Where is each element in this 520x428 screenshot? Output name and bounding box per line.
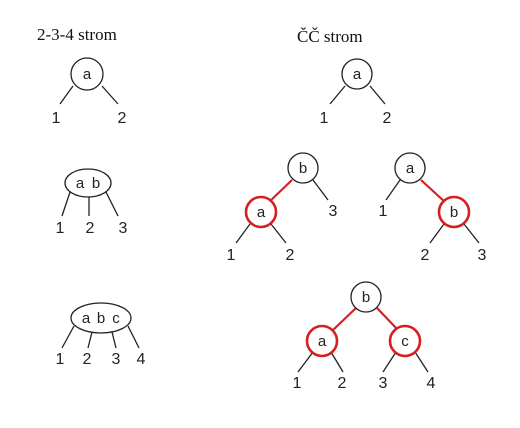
- rb-balanced-red-left: [305, 324, 339, 358]
- rb-balanced-root: [350, 281, 382, 313]
- rb-single-leaf-2: 2: [383, 110, 392, 127]
- rb-left-edge-1: [235, 223, 251, 244]
- rb-balanced-group: b a c 1 2 3 4: [293, 281, 436, 392]
- rb-balanced-leaf-4: 4: [427, 375, 436, 392]
- rb-single-edge-left: [329, 85, 346, 105]
- rb-right-root-key: a: [406, 160, 415, 177]
- node4-child-4: 4: [137, 351, 146, 368]
- node3-edge-3: [105, 191, 119, 217]
- node3-ellipse: [64, 168, 112, 198]
- node4-key-c: c: [112, 310, 120, 327]
- node4-child-1: 1: [56, 351, 65, 368]
- rb-right-group: a b 1 2 3: [379, 152, 487, 264]
- rb-left-leaf-2: 2: [286, 247, 295, 264]
- rb-single-key: a: [353, 66, 362, 83]
- rb-right-leaf-3: 3: [478, 247, 487, 264]
- rb-left-edge-2: [270, 223, 287, 244]
- rb-right-edge-1: [385, 179, 401, 201]
- node3-child-1: 1: [56, 220, 65, 237]
- rb-balanced-red-edge-right: [376, 307, 399, 331]
- node3-edge-1: [61, 191, 71, 217]
- rb-single-edge-right: [369, 85, 386, 105]
- rb-balanced-red-right-key: c: [401, 333, 409, 350]
- node4-edge-4: [127, 325, 140, 349]
- rb-right-red-node: [437, 195, 471, 229]
- rb-left-root: [287, 152, 319, 184]
- node4-key-a: a: [82, 310, 91, 327]
- heading-234-tree: 2-3-4 strom: [37, 25, 117, 44]
- rb-left-group: b a 1 2 3: [227, 152, 338, 264]
- node2-key-a: a: [83, 66, 92, 83]
- node3-key-b: b: [92, 175, 100, 192]
- rb-balanced-edge-2: [330, 351, 344, 373]
- node4-key-b: b: [97, 310, 105, 327]
- node4-edge-3: [111, 331, 117, 349]
- rb-left-edge-3: [312, 179, 329, 201]
- node2-edge-left: [59, 85, 74, 105]
- rb-right-edge-3: [463, 223, 480, 244]
- rb-single-group: a 1 2: [320, 58, 392, 127]
- rb-right-leaf-1: 1: [379, 203, 388, 220]
- rb-balanced-edge-3: [382, 351, 397, 373]
- rb-left-root-key: b: [299, 160, 307, 177]
- rb-right-red-edge: [420, 179, 447, 204]
- rb-balanced-red-left-key: a: [318, 333, 327, 350]
- node3-group: a b 1 2 3: [56, 168, 128, 237]
- node4-ellipse: [70, 302, 132, 334]
- rb-left-red-key: a: [257, 204, 266, 221]
- rb-left-red-node: [244, 195, 278, 229]
- rb-right-leaf-2: 2: [421, 247, 430, 264]
- node2-circle: [70, 57, 104, 91]
- node4-group: a b c 1 2 3 4: [56, 302, 146, 368]
- node2-group: a 1 2: [52, 57, 127, 127]
- rb-right-root: [394, 152, 426, 184]
- rb-single-leaf-1: 1: [320, 110, 329, 127]
- rb-balanced-leaf-2: 2: [338, 375, 347, 392]
- node4-child-2: 2: [83, 351, 92, 368]
- node4-child-3: 3: [112, 351, 121, 368]
- node4-edge-2: [87, 331, 93, 349]
- rb-left-leaf-1: 1: [227, 247, 236, 264]
- node3-child-3: 3: [119, 220, 128, 237]
- heading-rb-tree: ČČ strom: [297, 27, 363, 46]
- rb-balanced-root-key: b: [362, 289, 370, 306]
- rb-single-node: [341, 58, 373, 90]
- rb-balanced-leaf-1: 1: [293, 375, 302, 392]
- node3-key-a: a: [76, 175, 85, 192]
- node2-child-2: 2: [118, 110, 127, 127]
- node3-child-2: 2: [86, 220, 95, 237]
- rb-right-red-key: b: [450, 204, 458, 221]
- node4-edge-1: [61, 325, 75, 349]
- rb-right-edge-2: [429, 223, 445, 244]
- rb-left-red-edge: [267, 179, 293, 204]
- rb-balanced-leaf-3: 3: [379, 375, 388, 392]
- node2-edge-right: [101, 85, 119, 105]
- rb-balanced-edge-4: [414, 351, 429, 373]
- node2-child-1: 1: [52, 110, 61, 127]
- rb-balanced-red-right: [388, 324, 422, 358]
- rb-left-leaf-3: 3: [329, 203, 338, 220]
- rb-balanced-red-edge-left: [332, 307, 357, 331]
- rb-balanced-edge-1: [297, 351, 314, 373]
